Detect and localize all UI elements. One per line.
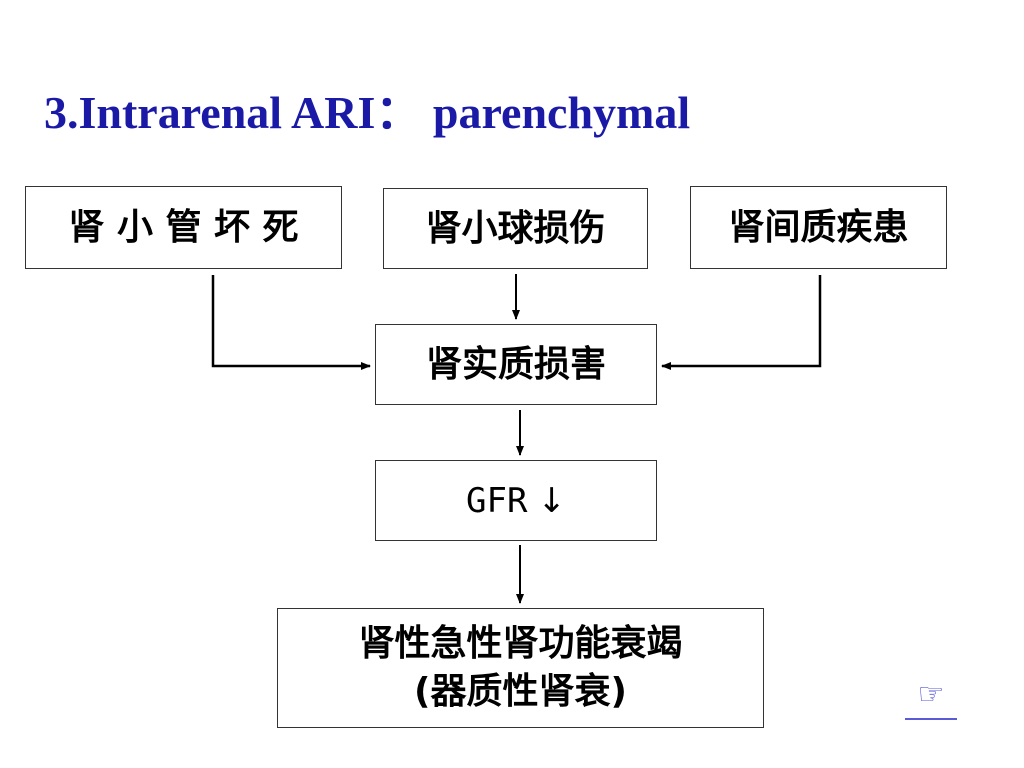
box-result-line-1: 肾性急性肾功能衰竭: [358, 623, 683, 664]
box-gfr: GFR ↓: [375, 460, 657, 541]
box-parenchymal-damage: 肾实质损害: [375, 324, 657, 405]
box-acute-renal-failure: 肾性急性肾功能衰竭 (器质性肾衰): [277, 608, 764, 728]
box-glomerular-injury-label: 肾小球损伤: [425, 207, 606, 249]
box-result-line-2: (器质性肾衰): [414, 671, 627, 712]
box-tubular-necrosis-label: 肾 小 管 坏 死: [68, 206, 299, 248]
gfr-down-arrow-icon: ↓: [537, 480, 566, 521]
box-gfr-label: GFR: [466, 480, 528, 521]
arrow-tubular-to-parenchymal: [211, 275, 371, 370]
box-interstitial-disease: 肾间质疾患: [690, 186, 947, 269]
box-interstitial-disease-label: 肾间质疾患: [728, 206, 909, 248]
slide-title: 3.Intrarenal ARI： parenchymal: [44, 87, 691, 138]
box-parenchymal-damage-label: 肾实质损害: [425, 343, 606, 385]
box-glomerular-injury: 肾小球损伤: [383, 188, 648, 269]
box-tubular-necrosis: 肾 小 管 坏 死: [25, 186, 342, 269]
arrow-interstitial-to-parenchymal: [661, 275, 822, 370]
pointing-hand-icon[interactable]: ☞: [905, 678, 957, 720]
